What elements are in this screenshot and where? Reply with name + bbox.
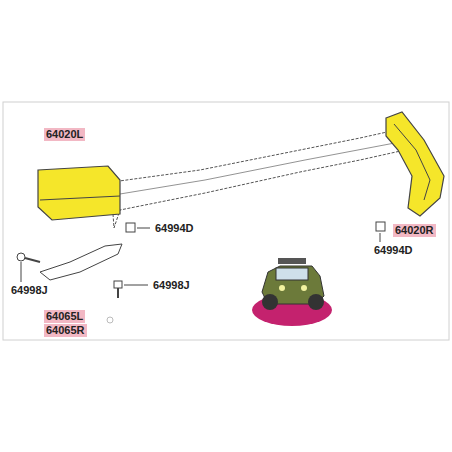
bolt-shank [25, 258, 40, 262]
frame [3, 102, 449, 340]
bracket [40, 244, 122, 280]
leader-line [137, 228, 150, 229]
callout-number: 64998J [9, 284, 50, 297]
callout-number: 64020R [393, 224, 436, 237]
bumper-end-left [38, 166, 120, 220]
dot [107, 317, 113, 323]
bolt [17, 253, 25, 261]
wheel [308, 294, 324, 310]
leader-line [21, 262, 22, 282]
nut [376, 222, 385, 231]
callout-number: 64065R [44, 324, 87, 337]
bumper-edge [120, 142, 400, 194]
callout-number: 64994D [153, 222, 196, 235]
roof-rack [278, 258, 306, 264]
car-window [276, 268, 308, 280]
lamp [279, 285, 285, 291]
nut [126, 223, 135, 232]
callout-number: 64020L [44, 128, 85, 141]
bumper-bar [112, 128, 410, 228]
wheel [262, 294, 278, 310]
bolt [114, 281, 122, 288]
bumper-end-right [386, 112, 444, 216]
bumper-end-edge [40, 196, 120, 200]
callout-number: 64994D [372, 244, 415, 257]
leader-line [380, 233, 381, 242]
callout-number: 64065L [44, 310, 85, 323]
leader-line [124, 285, 148, 286]
bumper-end-edge [394, 124, 430, 200]
callout-number: 64998J [151, 279, 192, 292]
lamp [301, 285, 307, 291]
bolt-shank [117, 288, 119, 298]
